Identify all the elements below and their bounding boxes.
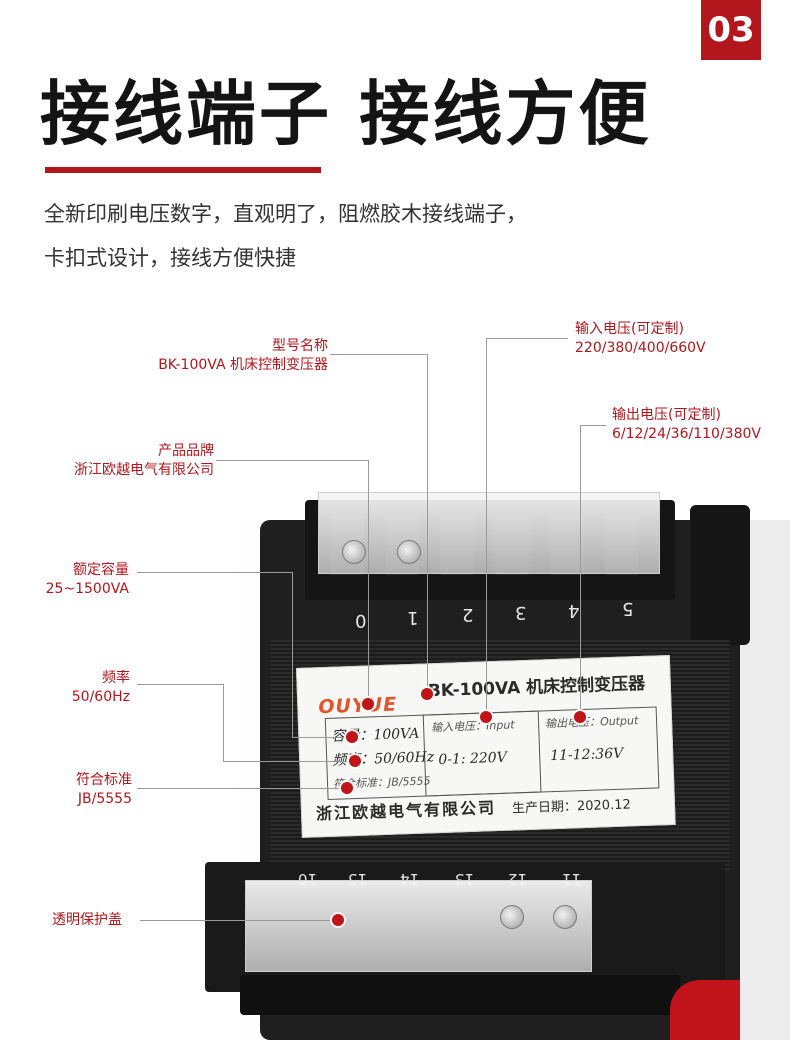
terminal-number: 0 xyxy=(355,610,367,631)
page-title: 接线端子 接线方便 xyxy=(40,73,652,155)
callout-input: 输入电压(可定制) 220/380/400/660V xyxy=(575,320,706,358)
label-company: 浙江欧越电气有限公司 xyxy=(315,798,497,824)
label-model: BK-100VA 机床控制变压器 xyxy=(427,673,646,702)
label-brand: OUYUE xyxy=(317,693,398,719)
callout-input-value: 220/380/400/660V xyxy=(575,340,706,356)
bottom-terminal-base xyxy=(240,975,680,1015)
terminal-number: 5 xyxy=(622,598,634,619)
leader-line xyxy=(292,737,352,738)
callout-output-value: 6/12/24/36/110/380V xyxy=(612,426,761,442)
top-transparent-cover xyxy=(318,492,660,574)
leader-line xyxy=(486,338,568,339)
label-output-header: 输出电压：Output xyxy=(544,714,639,731)
leader-line xyxy=(137,788,347,789)
marker-dot-brand xyxy=(362,698,374,710)
label-frequency: 频率：50/60Hz xyxy=(331,749,435,769)
red-mounting-tab xyxy=(670,980,740,1040)
callout-model-title: 型号名称 xyxy=(272,338,328,354)
marker-dot-model xyxy=(421,688,433,700)
label-input-header: 输入电压：Input xyxy=(430,718,515,735)
terminal-screw-icon xyxy=(553,905,577,929)
leader-line xyxy=(330,354,428,355)
callout-standard-title: 符合标准 xyxy=(76,772,132,788)
marker-dot-frequency xyxy=(349,755,361,767)
callout-model-value: BK-100VA 机床控制变压器 xyxy=(158,357,328,373)
label-capacity: 容量：100VA xyxy=(331,725,420,745)
terminal-screw-icon xyxy=(397,540,421,564)
leader-line xyxy=(223,684,224,762)
callout-cover: 透明保护盖 xyxy=(52,911,122,930)
callout-brand-title: 产品品牌 xyxy=(158,443,214,459)
leader-line xyxy=(216,460,368,461)
callout-standard-value: JB/5555 xyxy=(77,791,132,807)
callout-brand: 产品品牌 浙江欧越电气有限公司 xyxy=(74,442,214,480)
leader-line xyxy=(486,338,487,716)
label-output-value: 11-12:36V xyxy=(549,745,624,765)
callout-frequency-value: 50/60Hz xyxy=(71,689,130,705)
label-input-value: 0-1: 220V xyxy=(438,749,508,769)
transformer-side-bracket xyxy=(690,505,750,645)
leader-line xyxy=(580,425,606,426)
callout-output-title: 输出电压(可定制) xyxy=(612,407,721,423)
leader-line xyxy=(223,761,355,762)
leader-line xyxy=(292,572,293,738)
terminal-number: 2 xyxy=(462,604,474,625)
callout-brand-value: 浙江欧越电气有限公司 xyxy=(74,462,214,478)
section-number-badge: 03 xyxy=(701,0,761,60)
terminal-number: 1 xyxy=(407,607,419,628)
bottom-transparent-cover xyxy=(245,880,592,972)
callout-frequency: 频率 50/60Hz xyxy=(72,669,130,707)
leader-line xyxy=(368,460,369,704)
description-line-1: 全新印刷电压数字，直观明了，阻燃胶木接线端子， xyxy=(44,202,527,226)
terminal-number: 3 xyxy=(515,602,527,623)
callout-model: 型号名称 BK-100VA 机床控制变压器 xyxy=(158,337,328,375)
title-underline xyxy=(45,167,321,173)
terminal-screw-icon xyxy=(500,905,524,929)
description-line-2: 卡扣式设计，接线方便快捷 xyxy=(44,246,296,270)
callout-input-title: 输入电压(可定制) xyxy=(575,321,684,337)
marker-dot-input xyxy=(480,711,492,723)
label-date: 生产日期：2020.12 xyxy=(511,797,632,817)
callout-frequency-title: 频率 xyxy=(102,670,130,686)
callout-capacity-value: 25~1500VA xyxy=(45,581,129,597)
marker-dot-output xyxy=(574,711,586,723)
callout-output: 输出电压(可定制) 6/12/24/36/110/380V xyxy=(612,406,761,444)
leader-line xyxy=(580,425,581,717)
marker-dot-capacity xyxy=(346,731,358,743)
callout-cover-title: 透明保护盖 xyxy=(52,912,122,928)
marker-dot-cover xyxy=(332,914,344,926)
callout-standard: 符合标准 JB/5555 xyxy=(76,771,132,809)
leader-line xyxy=(137,572,293,573)
callout-capacity-title: 额定容量 xyxy=(73,562,129,578)
leader-line xyxy=(140,920,338,921)
terminal-screw-icon xyxy=(342,540,366,564)
marker-dot-standard xyxy=(341,782,353,794)
callout-capacity: 额定容量 25~1500VA xyxy=(46,561,129,599)
terminal-number: 4 xyxy=(568,600,580,621)
leader-line xyxy=(427,354,428,694)
leader-line xyxy=(137,684,223,685)
